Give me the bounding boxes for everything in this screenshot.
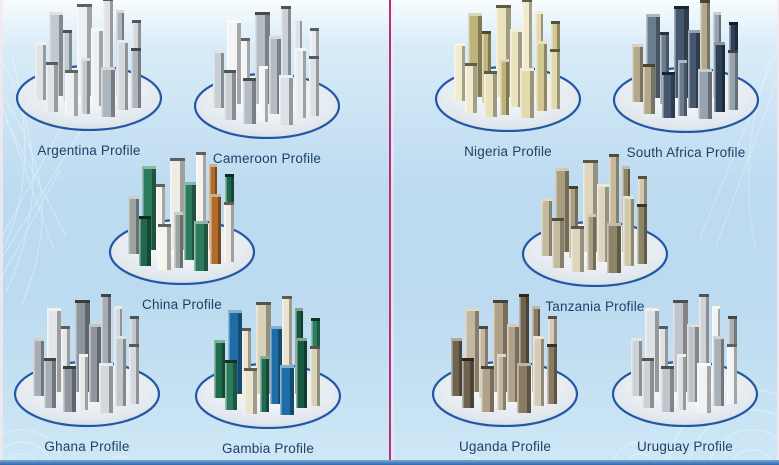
divider-line <box>389 0 391 465</box>
profile-label: Argentina Profile <box>37 143 141 158</box>
profile-card-gambia-profile: Gambia Profile <box>178 294 358 456</box>
nigeria-profile-image <box>434 0 582 132</box>
bottom-bar <box>0 460 779 465</box>
profile-card-tanzania-profile: Tanzania Profile <box>505 152 685 314</box>
profile-card-nigeria-profile: Nigeria Profile <box>418 0 598 159</box>
ghana-profile-image <box>13 294 161 427</box>
gambia-profile-image <box>194 296 342 429</box>
profile-label: Nigeria Profile <box>464 144 552 159</box>
profile-card-ghana-profile: Ghana Profile <box>0 292 177 454</box>
right-edge-strip <box>777 0 779 465</box>
cameroon-profile-image <box>193 6 341 139</box>
uganda-profile-image <box>431 294 579 427</box>
profile-label: China Profile <box>142 297 222 312</box>
profile-label: Uganda Profile <box>458 439 552 454</box>
profile-card-argentina-profile: Argentina Profile <box>0 0 179 158</box>
profile-label: Cameroon Profile <box>212 151 322 166</box>
profile-card-south-africa-profile: South Africa Profile <box>596 0 776 160</box>
south-africa-profile-image <box>612 0 760 133</box>
china-profile-image <box>108 152 256 285</box>
profile-card-uganda-profile: Uganda Profile <box>415 292 595 454</box>
left-edge-strip <box>0 0 3 465</box>
divider-highlight <box>391 0 394 465</box>
argentina-profile-image <box>15 0 163 131</box>
tanzania-profile-image <box>521 154 669 287</box>
uruguay-profile-image <box>611 294 759 427</box>
profile-card-uruguay-profile: Uruguay Profile <box>595 292 775 454</box>
profile-label: Uruguay Profile <box>636 439 734 454</box>
profile-label: Gambia Profile <box>221 441 315 456</box>
profile-label: Ghana Profile <box>44 439 130 454</box>
profile-card-cameroon-profile: Cameroon Profile <box>177 4 357 166</box>
profile-label: South Africa Profile <box>626 145 746 160</box>
profile-label: Tanzania Profile <box>545 299 645 314</box>
profile-card-china-profile: China Profile <box>92 150 272 312</box>
